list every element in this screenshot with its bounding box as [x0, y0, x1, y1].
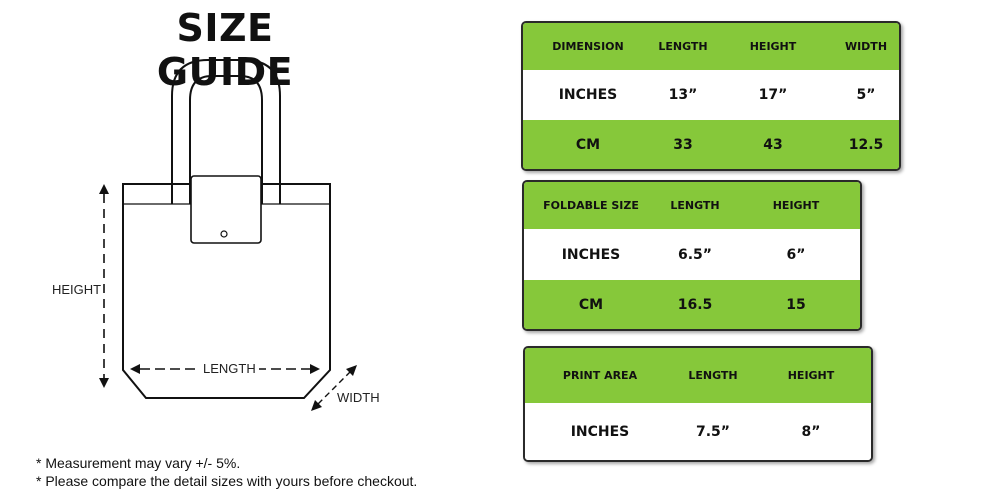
- snap-button-icon: [220, 230, 228, 238]
- arrow-down-icon: [99, 378, 109, 388]
- header-print-area: PRINT AREA: [562, 369, 638, 382]
- bag-handle-inner: [189, 75, 263, 184]
- header-height: HEIGHT: [772, 199, 820, 212]
- header-height: HEIGHT: [787, 369, 835, 382]
- table-row: CM 33 43 12.5: [523, 120, 899, 169]
- width-dimension-line: [317, 371, 351, 405]
- page-title: SIZE GUIDE: [156, 6, 294, 94]
- print-area-table: PRINT AREA LENGTH HEIGHT INCHES 7.5” 8”: [523, 346, 873, 462]
- table-row: INCHES 13” 17” 5”: [523, 70, 899, 120]
- bag-body: [122, 183, 331, 399]
- table-row: INCHES 6.5” 6”: [524, 229, 860, 280]
- header-length: LENGTH: [688, 369, 738, 382]
- header-width: WIDTH: [844, 40, 888, 53]
- table-header-row: FOLDABLE SIZE LENGTH HEIGHT: [524, 182, 860, 229]
- cell-length: 33: [673, 136, 693, 153]
- cell-length: 7.5”: [695, 423, 730, 440]
- width-label: WIDTH: [337, 390, 380, 405]
- arrow-left-icon: [130, 364, 140, 374]
- cell-height: 17”: [758, 87, 788, 103]
- header-height: HEIGHT: [749, 40, 797, 53]
- cell-height: 8”: [801, 423, 821, 440]
- table-header-row: PRINT AREA LENGTH HEIGHT: [525, 348, 871, 403]
- row-unit-label: CM: [575, 136, 601, 153]
- arrow-up-right-icon: [346, 365, 357, 376]
- note-compare: * Please compare the detail sizes with y…: [36, 473, 418, 489]
- header-foldable-size: FOLDABLE SIZE: [543, 199, 639, 212]
- table-header-row: DIMENSION LENGTH HEIGHT WIDTH: [523, 23, 899, 70]
- cell-height: 15: [786, 296, 806, 313]
- note-measurement: * Measurement may vary +/- 5%.: [36, 455, 241, 471]
- dimension-table: DIMENSION LENGTH HEIGHT WIDTH INCHES 13”…: [521, 21, 901, 171]
- cell-length: 13”: [668, 87, 698, 103]
- header-dimension: DIMENSION: [552, 40, 624, 53]
- row-unit-label: INCHES: [570, 423, 630, 440]
- row-unit-label: INCHES: [558, 87, 618, 103]
- cell-width: 12.5: [848, 136, 884, 153]
- row-unit-label: CM: [578, 296, 604, 313]
- cell-height: 43: [763, 136, 783, 153]
- arrow-right-icon: [310, 364, 320, 374]
- pocket-flap: [190, 175, 262, 244]
- cell-length: 6.5”: [677, 246, 712, 263]
- header-length: LENGTH: [658, 40, 708, 53]
- arrow-down-left-icon: [311, 400, 322, 411]
- header-length: LENGTH: [670, 199, 720, 212]
- cell-width: 5”: [856, 87, 876, 103]
- cell-height: 6”: [786, 246, 806, 263]
- arrow-up-icon: [99, 184, 109, 194]
- table-row: CM 16.5 15: [524, 280, 860, 329]
- height-label: HEIGHT: [52, 282, 102, 297]
- table-row: INCHES 7.5” 8”: [525, 403, 871, 460]
- row-unit-label: INCHES: [561, 246, 621, 263]
- cell-length: 16.5: [677, 296, 713, 313]
- disclaimer-notes: * Measurement may vary +/- 5%. * Please …: [36, 454, 417, 490]
- tote-bag-diagram: [99, 59, 357, 411]
- bag-handle-outer: [171, 59, 281, 184]
- length-label: LENGTH: [200, 361, 259, 376]
- foldable-size-table: FOLDABLE SIZE LENGTH HEIGHT INCHES 6.5” …: [522, 180, 862, 331]
